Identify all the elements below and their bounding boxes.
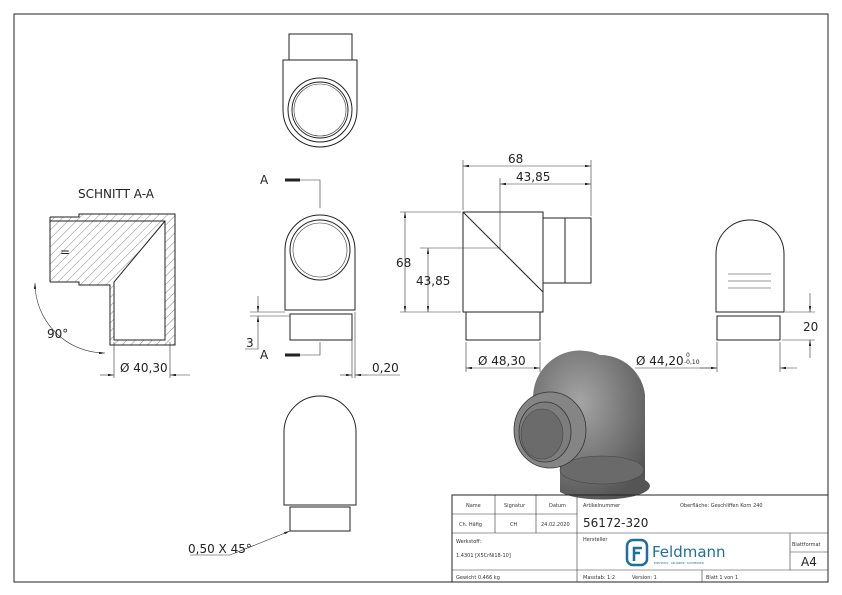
tb-version: Version: 1 (632, 575, 657, 581)
drawing-border (13, 13, 829, 583)
tb-blatt: Blatt 1 von 1 (706, 575, 738, 581)
tb-oberflaeche: Oberfläche: Geschliffen Korn 240 (680, 503, 763, 509)
tb-gewicht: Gewicht 0.466 kg (456, 575, 500, 581)
3d-render (513, 350, 650, 500)
right-view: 20 Ø 44,20 0 -0,10 (635, 219, 818, 372)
tb-artikel: 56172-320 (583, 516, 648, 530)
dim-chamfer: 0,50 X 45° (188, 542, 252, 556)
section-mark-bottom: A (260, 348, 269, 362)
dim-side-width-inner: 43,85 (516, 170, 550, 184)
dim-right-diameter: Ø 44,20 (636, 354, 684, 368)
dim-side-height: 68 (396, 256, 411, 270)
tb-signatur-label: Signatur (504, 503, 526, 509)
title-block: Name Signatur Datum Ch. Häfig CH 24.02.2… (451, 494, 829, 583)
dim-side-height-inner: 43,85 (416, 274, 450, 288)
logo-tagline: EDELSTAHL · GELÄNDER · SCHWEISSEN (654, 560, 704, 565)
feldmann-logo: Feldmann EDELSTAHL · GELÄNDER · SCHWEISS… (625, 538, 726, 567)
dim-front-gap: 0,20 (372, 361, 399, 375)
tb-datum: 24.02.2020 (541, 522, 570, 528)
front-view: A A 3 0,20 (245, 173, 400, 378)
dim-right-tol-upper: 0 (686, 352, 690, 359)
dim-right-height: 20 (803, 320, 818, 334)
section-mark-top: A (260, 173, 269, 187)
logo-text: Feldmann (652, 543, 726, 561)
tb-blattformat: A4 (801, 555, 817, 569)
tb-werkstoff: 1.4301 [X5CrNi18-10] (456, 553, 511, 559)
dim-side-diameter: Ø 48,30 (478, 354, 526, 368)
dim-side-width: 68 (508, 152, 523, 166)
tb-blattformat-label: Blattformat (792, 542, 821, 548)
section-angle: 90° (47, 327, 68, 341)
tb-name: Ch. Häfig (459, 522, 482, 528)
dim-front-step: 3 (246, 336, 254, 350)
top-view (282, 33, 358, 148)
section-marker: = (60, 245, 70, 259)
dim-right-tol-lower: -0,10 (684, 359, 700, 366)
tb-masstab: Masstab: 1:2 (583, 575, 615, 581)
tb-signatur: CH (510, 522, 517, 528)
section-diameter: Ø 40,30 (120, 361, 168, 375)
bottom-view: 0,50 X 45° (188, 395, 357, 556)
tb-hersteller-label: Hersteller (583, 537, 608, 543)
section-title: SCHNITT A-A (78, 187, 155, 201)
tb-name-label: Name (466, 503, 481, 509)
tb-artikel-label: Artikelnummer (583, 503, 621, 509)
tb-werkstoff-label: Werkstoff: (456, 539, 482, 545)
section-view: SCHNITT A-A = 90° Ø 40,30 (33, 187, 190, 378)
side-view: 68 43,85 68 43,85 Ø 48,30 (396, 152, 592, 372)
tb-datum-label: Datum (549, 503, 566, 509)
